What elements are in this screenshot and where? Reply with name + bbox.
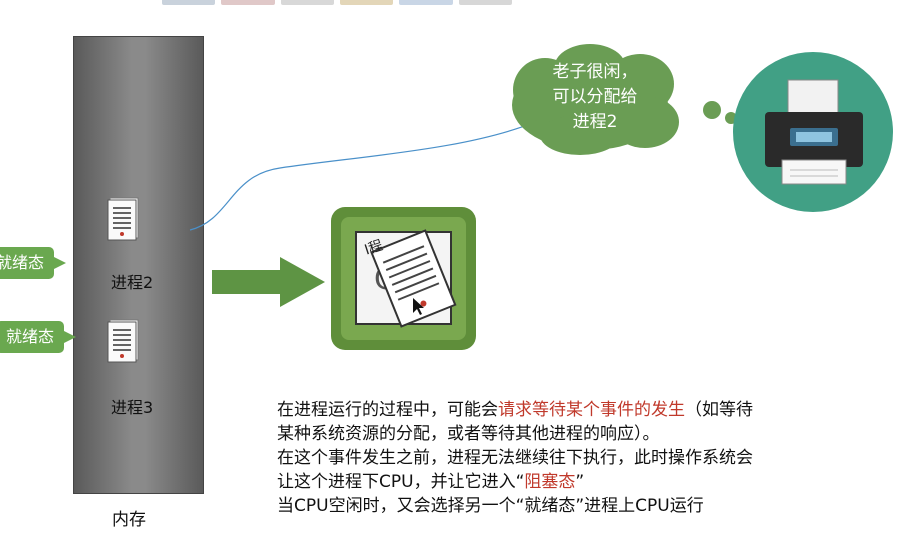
cloud-line-1: 老子很闲， xyxy=(540,60,650,85)
cloud-line-2: 可以分配给 xyxy=(540,85,650,110)
description-line-1: 在进程运行的过程中，可能会请求等待某个事件的发生（如等待 xyxy=(277,398,902,422)
process-3-label: 进程3 xyxy=(111,394,153,418)
printer-icon xyxy=(733,52,893,212)
status-tag-process-3: 就绪态 xyxy=(0,321,64,353)
description-line-4: 让这个进程下CPU，并让它进入“阻塞态” xyxy=(277,470,902,494)
status-tag-process-2: 就绪态 xyxy=(0,247,54,279)
highlight-wait-event: 请求等待某个事件的发生 xyxy=(498,400,685,420)
process-2-doc-icon xyxy=(106,196,142,242)
process-2-label: 进程2 xyxy=(111,269,153,293)
cpu-icon: C I程 xyxy=(331,207,476,350)
description-text: 在进程运行的过程中，可能会请求等待某个事件的发生（如等待 某种系统资源的分配，或… xyxy=(277,398,902,518)
cloud-line-3: 进程2 xyxy=(540,110,650,135)
process-3-doc-icon xyxy=(106,318,142,364)
cloud-text: 老子很闲， 可以分配给 进程2 xyxy=(540,60,650,135)
highlight-blocked-state: 阻塞态 xyxy=(524,472,575,492)
green-arrow xyxy=(212,257,325,307)
description-line-5: 当CPU空闲时，又会选择另一个“就绪态”进程上CPU运行 xyxy=(277,494,902,518)
description-line-3: 在这个事件发生之前，进程无法继续往下执行，此时操作系统会 xyxy=(277,446,902,470)
description-line-2: 某种系统资源的分配，或者等待其他进程的响应）。 xyxy=(277,422,902,446)
